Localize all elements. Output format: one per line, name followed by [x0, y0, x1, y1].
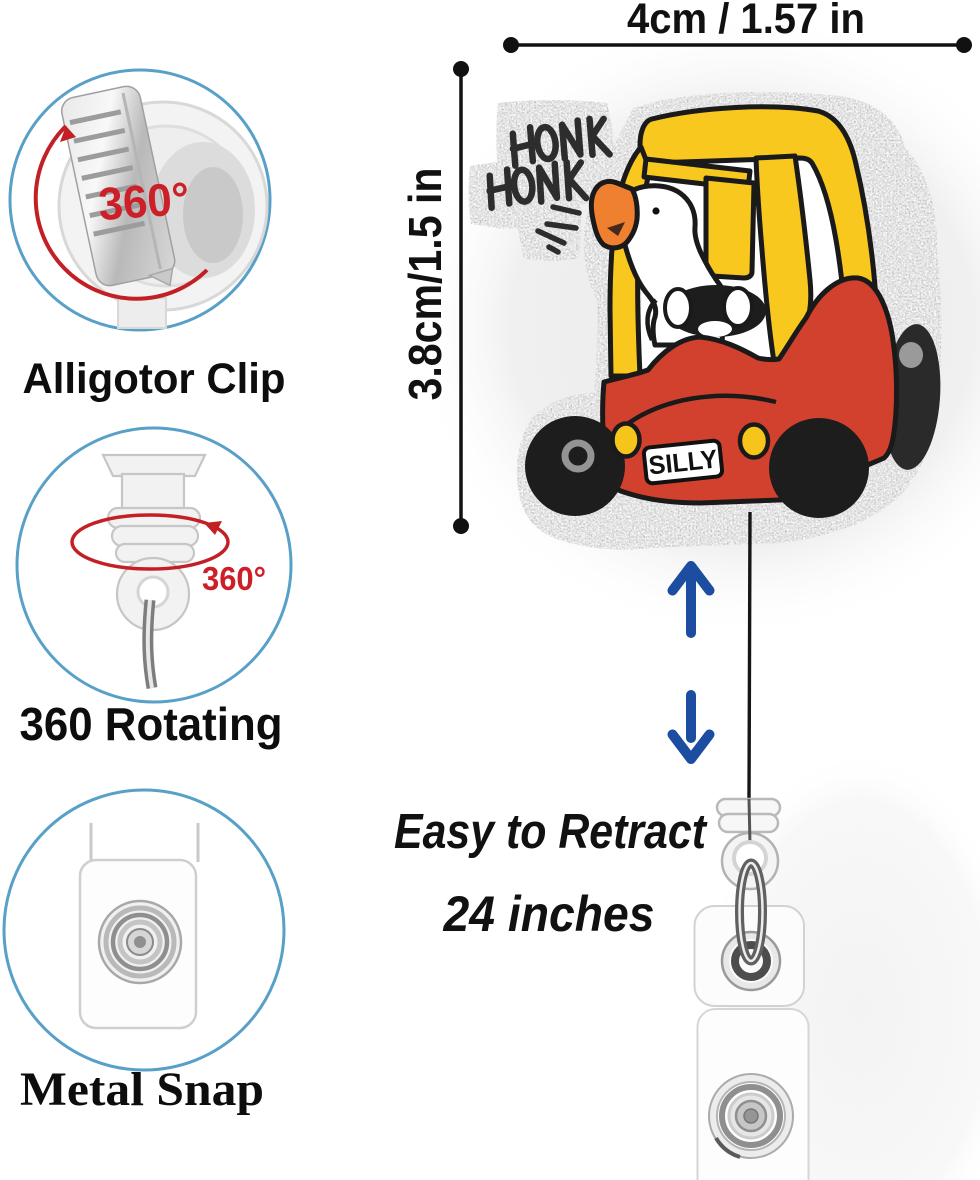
svg-text:360°: 360°: [202, 560, 266, 597]
svg-text:Easy to Retract: Easy to Retract: [394, 805, 707, 859]
svg-text:4cm / 1.57 in: 4cm / 1.57 in: [627, 0, 865, 43]
svg-text:360 Rotating: 360 Rotating: [20, 698, 283, 750]
svg-text:Metal Snap: Metal Snap: [20, 1063, 264, 1116]
svg-text:3.8cm/1.5 in: 3.8cm/1.5 in: [399, 168, 451, 401]
svg-text:SILLY: SILLY: [647, 443, 719, 480]
svg-text:360°: 360°: [97, 172, 191, 230]
svg-text:24 inches: 24 inches: [443, 886, 655, 942]
svg-text:Alligotor Clip: Alligotor Clip: [23, 355, 286, 403]
